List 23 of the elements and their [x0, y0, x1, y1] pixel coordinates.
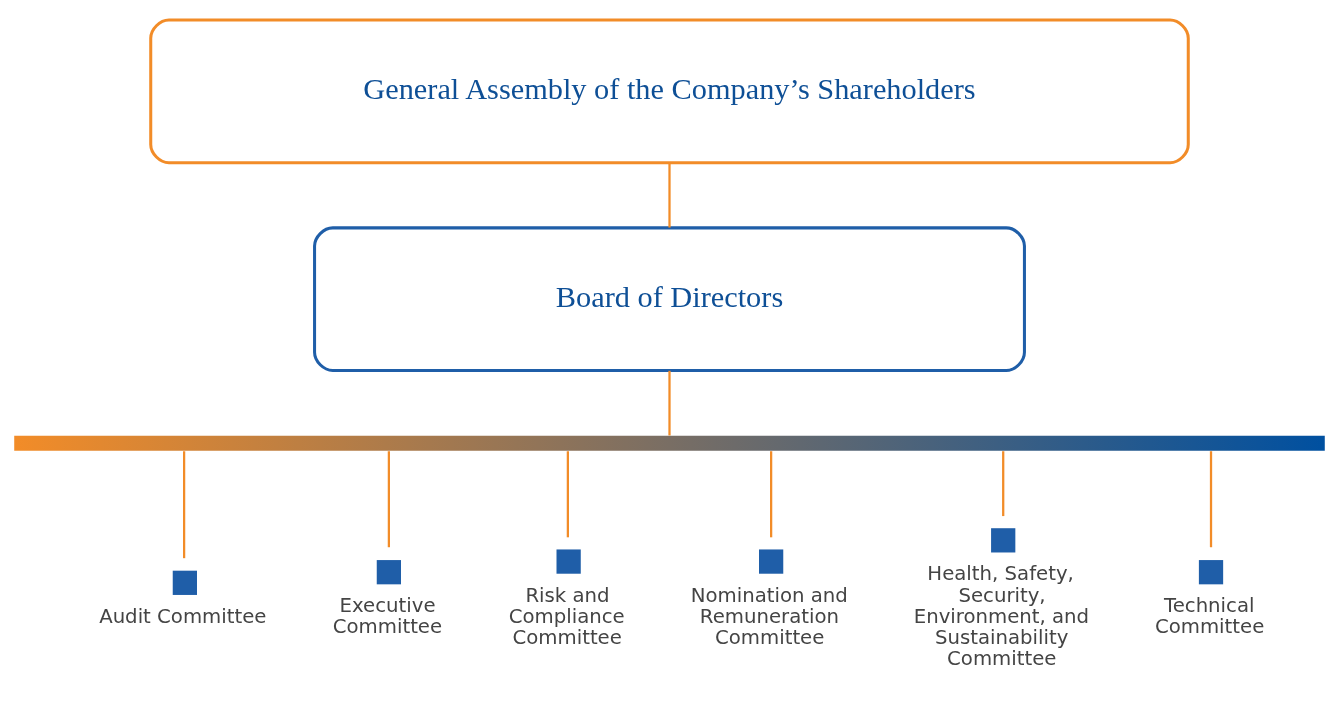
connector	[1209, 450, 1213, 547]
node-box: Board of Directors	[313, 225, 1026, 372]
connector	[566, 450, 569, 537]
node-box	[376, 559, 401, 584]
node-box	[172, 570, 197, 595]
connector	[387, 450, 390, 547]
node-label: Health, Safety, Security, Environment, and Sustainability Committee	[913, 561, 1090, 670]
connector	[668, 162, 671, 228]
node-label: Executive Committee	[332, 593, 443, 638]
node-label: Nomination and Remuneration Committee	[690, 583, 848, 649]
node-box	[1198, 559, 1224, 584]
node-label: Technical Committee	[1154, 593, 1265, 638]
node-box	[759, 548, 784, 574]
connector	[182, 450, 186, 558]
connector	[668, 370, 671, 435]
node-box	[556, 548, 581, 574]
node-box: General Assembly of the Company’s Shareholders	[149, 18, 1190, 164]
node-label: Audit Committee	[99, 604, 267, 628]
connector	[1002, 450, 1005, 516]
node-box	[991, 527, 1016, 552]
node-bar	[14, 435, 1325, 451]
connector	[770, 450, 773, 537]
node-label: Risk and Compliance Committee	[508, 583, 625, 649]
